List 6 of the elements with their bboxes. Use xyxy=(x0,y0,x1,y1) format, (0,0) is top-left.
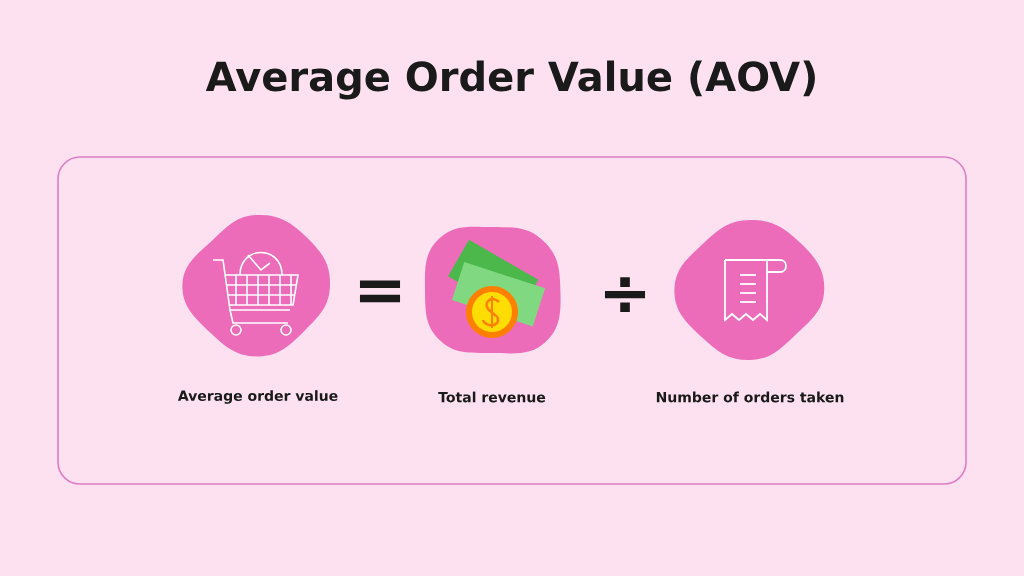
node-label: Total revenue xyxy=(438,391,546,403)
node-label: Number of orders taken xyxy=(656,391,844,403)
node-label: Average order value xyxy=(177,390,338,404)
math-operator: = xyxy=(359,280,401,303)
math-operator: ÷ xyxy=(604,277,646,313)
title: Average Order Value (AOV) xyxy=(205,60,815,100)
